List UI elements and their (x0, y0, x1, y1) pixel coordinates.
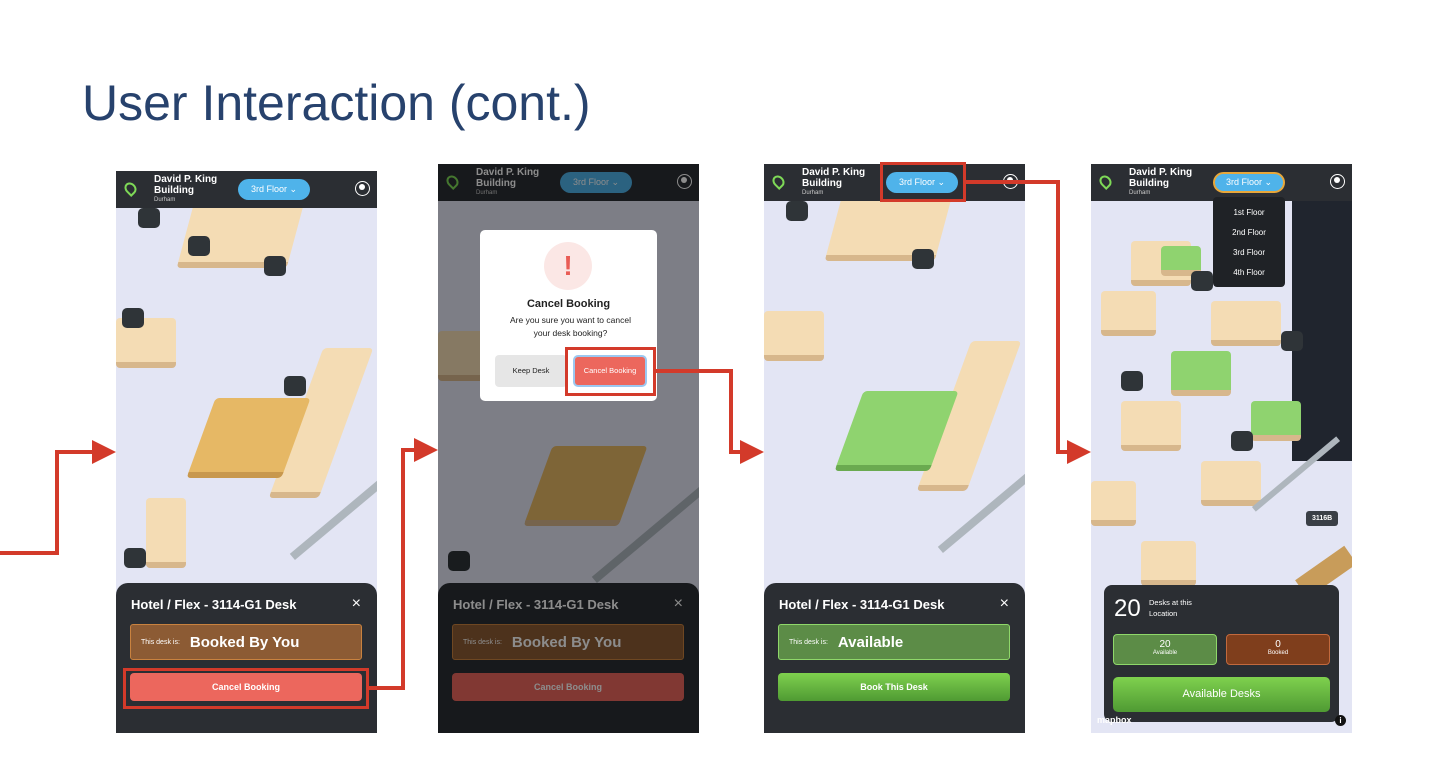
status-value: Booked By You (189, 633, 300, 651)
status-label: This desk is: (789, 638, 828, 646)
floor-option-4[interactable]: 4th Floor (1233, 268, 1265, 277)
keep-desk-button[interactable]: Keep Desk (495, 355, 567, 387)
floor-selector[interactable]: 3rd Floor ⌄ (238, 179, 310, 200)
total-desks-label: Desks at this Location (1149, 598, 1192, 618)
booked-count-tile[interactable]: 0 Booked (1226, 634, 1330, 665)
info-icon[interactable]: i (1335, 715, 1346, 726)
desk-status: This desk is: Booked By You (452, 624, 684, 660)
building-city: Durham (476, 190, 498, 196)
user-icon[interactable] (355, 181, 370, 196)
available-desks-button[interactable]: Available Desks (1113, 677, 1330, 712)
location-pin-icon (1097, 173, 1114, 190)
cancel-booking-button[interactable]: Cancel Booking (130, 673, 362, 701)
desk-title: Hotel / Flex - 3114-G1 Desk (453, 597, 619, 612)
dialog-title: Cancel Booking (526, 298, 611, 310)
available-label: Available (1152, 650, 1178, 656)
user-icon[interactable] (677, 174, 692, 189)
phone-screen-confirm: David P. King Building Durham 3rd Floor … (438, 164, 699, 733)
building-name: David P. King Building (154, 174, 218, 196)
confirm-cancel-button[interactable]: Cancel Booking (573, 355, 647, 387)
close-icon[interactable]: × (673, 595, 683, 612)
cancel-booking-dialog: ! Cancel Booking Are you sure you want t… (480, 230, 657, 401)
building-name: David P. King Building (802, 167, 866, 189)
building-name: David P. King Building (476, 167, 540, 189)
close-icon[interactable]: × (351, 595, 361, 612)
available-count-tile[interactable]: 20 Available (1113, 634, 1217, 665)
room-label: 3116B (1306, 511, 1339, 526)
app-header: David P. King Building Durham 3rd Floor … (438, 164, 699, 201)
status-label: This desk is: (463, 638, 502, 646)
location-pin-icon (122, 180, 139, 197)
phone-screen-floor-select: David P. King Building Durham 3rd Floor … (1091, 164, 1352, 733)
dialog-message: Are you sure you want to cancel your des… (510, 315, 631, 338)
desk-details-sheet: Hotel / Flex - 3114-G1 Desk × This desk … (116, 583, 377, 733)
close-icon[interactable]: × (999, 595, 1009, 612)
highlight-floor-selector (880, 162, 966, 202)
phone-screen-booked: David P. King Building Durham 3rd Floor … (116, 171, 377, 733)
app-header: David P. King Building Durham 3rd Floor … (1091, 164, 1352, 201)
floor-option-3[interactable]: 3rd Floor (1232, 248, 1265, 257)
floor-selector[interactable]: 3rd Floor ⌄ (886, 172, 958, 193)
status-value: Booked By You (511, 633, 622, 651)
desk-details-sheet: Hotel / Flex - 3114-G1 Desk × This desk … (438, 583, 699, 733)
available-count: 20 (1159, 639, 1171, 650)
status-label: This desk is: (141, 638, 180, 646)
user-icon[interactable] (1330, 174, 1345, 189)
building-city: Durham (1129, 190, 1151, 196)
desk-title: Hotel / Flex - 3114-G1 Desk (779, 597, 945, 612)
cancel-booking-button[interactable]: Cancel Booking (452, 673, 684, 701)
arrow-2 (369, 438, 438, 690)
location-summary-card: 20 Desks at this Location 20 Available 0… (1104, 585, 1339, 722)
desk-status: This desk is: Booked By You (130, 624, 362, 660)
floor-selector[interactable]: 3rd Floor ⌄ (1213, 172, 1285, 193)
phone-screen-available: David P. King Building Durham 3rd Floor … (764, 164, 1025, 733)
user-icon[interactable] (1003, 174, 1018, 189)
booked-label: Booked (1267, 650, 1289, 656)
arrow-1 (0, 440, 116, 555)
desk-details-sheet: Hotel / Flex - 3114-G1 Desk × This desk … (764, 583, 1025, 733)
floor-option-1[interactable]: 1st Floor (1233, 208, 1265, 217)
desk-title: Hotel / Flex - 3114-G1 Desk (131, 597, 297, 612)
status-value: Available (837, 633, 904, 651)
mapbox-attribution[interactable]: mapbox (1097, 715, 1132, 725)
alert-icon: ! (544, 242, 592, 290)
floor-dropdown-menu: 1st Floor 2nd Floor 3rd Floor 4th Floor (1213, 197, 1285, 287)
desk-status: This desk is: Available (778, 624, 1010, 660)
slide-title: User Interaction (cont.) (82, 75, 591, 131)
total-desks-count: 20 (1114, 595, 1141, 622)
highlight-confirm-cancel (565, 347, 656, 396)
floor-option-2[interactable]: 2nd Floor (1232, 228, 1266, 237)
building-city: Durham (802, 190, 824, 196)
booked-count: 0 (1275, 639, 1281, 650)
location-pin-icon (770, 173, 787, 190)
highlight-cancel-button (123, 668, 369, 709)
building-name: David P. King Building (1129, 167, 1193, 189)
floor-selector[interactable]: 3rd Floor ⌄ (560, 172, 632, 193)
app-header: David P. King Building Durham 3rd Floor … (116, 171, 377, 208)
book-desk-button[interactable]: Book This Desk (778, 673, 1010, 701)
building-city: Durham (154, 197, 176, 203)
